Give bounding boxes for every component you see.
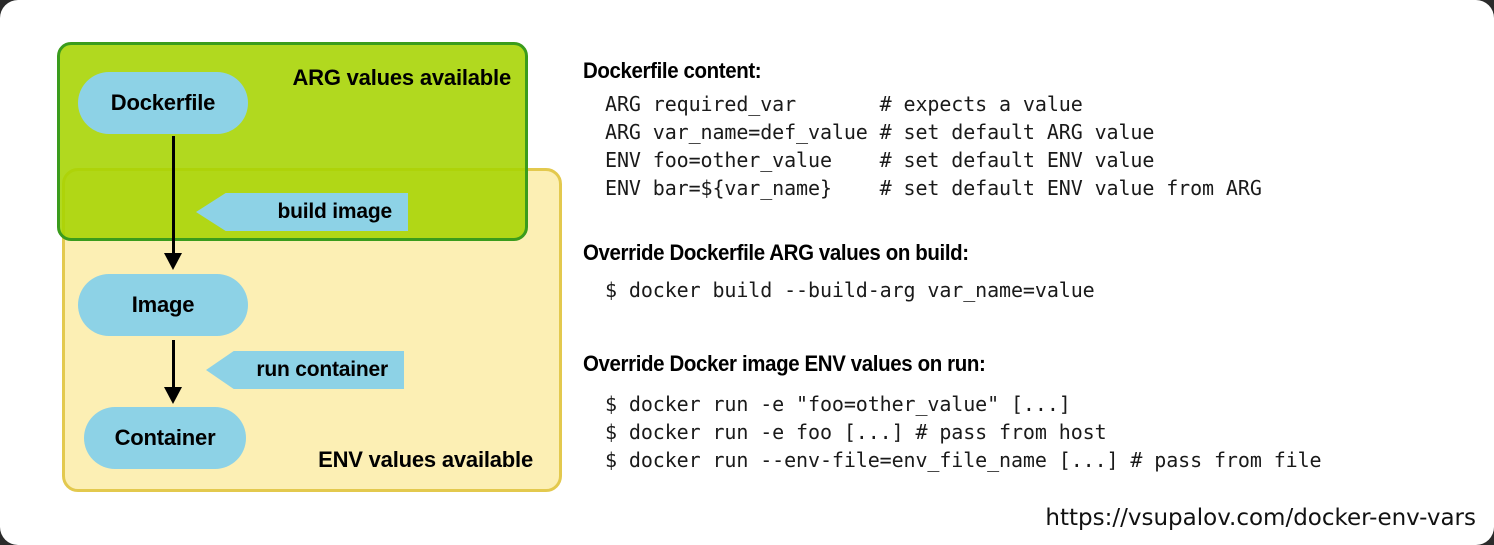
dockerfile-to-image-arrow-icon [163, 136, 183, 270]
source-url: https://vsupalov.com/docker-env-vars [1045, 505, 1476, 531]
image-to-container-arrow-icon [163, 340, 183, 404]
arrow-stem [171, 136, 175, 256]
node-container: Container [84, 407, 246, 469]
run-section-heading: Override Docker image ENV values on run: [583, 351, 986, 376]
arg-region-label: ARG values available [292, 65, 511, 90]
transition-run-container: run container [206, 351, 404, 389]
node-dockerfile: Dockerfile [78, 72, 248, 134]
run-code-block: $ docker run -e "foo=other_value" [...] … [605, 392, 1322, 472]
arrow-head [164, 387, 182, 404]
dockerfile-section-heading: Dockerfile content: [583, 58, 762, 83]
arrow-head [164, 253, 182, 270]
node-image: Image [78, 274, 248, 336]
build-section-heading: Override Dockerfile ARG values on build: [583, 240, 969, 265]
dockerfile-code-block: ARG required_var # expects a value ARG v… [605, 92, 1262, 200]
arrow-stem [171, 340, 175, 390]
env-region-label: ENV values available [318, 447, 533, 472]
docker-build-flow-diagram: ENV values available ARG values availabl… [0, 0, 575, 545]
explanation-column: Dockerfile content: ARG required_var # e… [583, 0, 1494, 545]
transition-build-image: build image [196, 193, 408, 231]
build-code-block: $ docker build --build-arg var_name=valu… [605, 278, 1095, 302]
